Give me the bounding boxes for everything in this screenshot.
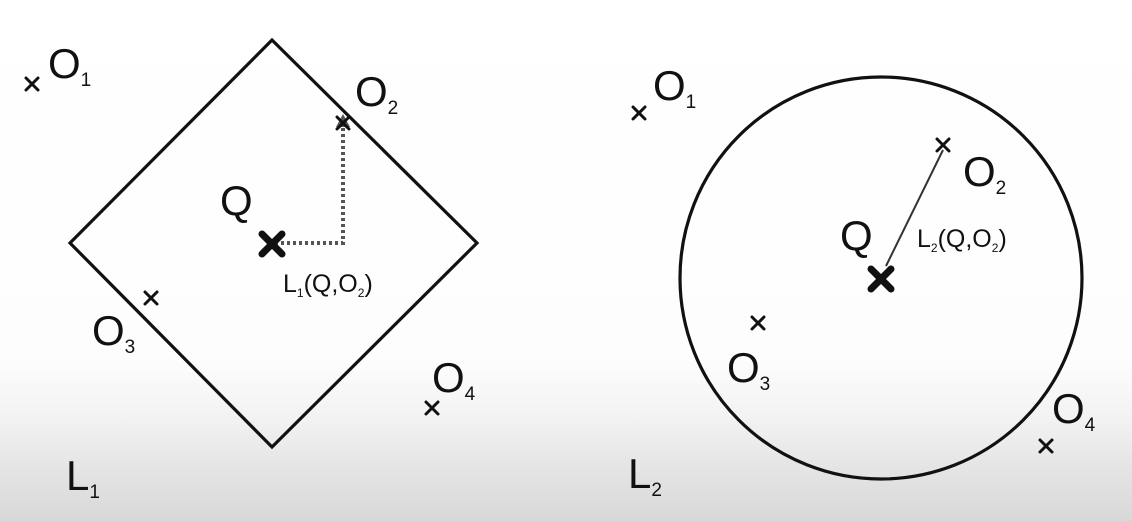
query-label: Q <box>220 177 253 224</box>
l1-object-o4: O4 <box>424 354 476 416</box>
l2-norm-label: L2 <box>628 450 662 501</box>
cross-marker-icon <box>935 137 951 153</box>
l1-norm-label: L1 <box>66 452 100 503</box>
cross-marker-icon <box>750 315 766 331</box>
l2-distance-label: L2(Q,O2) <box>917 225 1007 255</box>
l2-query-point: Q <box>840 212 895 293</box>
l2-object-o1: O1 <box>631 62 696 121</box>
l1-object-o2: O2 <box>335 68 398 131</box>
l1-object-o3: O3 <box>92 290 159 358</box>
l1-distance-label: L1(Q,O2) <box>283 270 373 300</box>
l2-euclidean-line <box>885 149 944 267</box>
cross-marker-icon <box>24 76 40 92</box>
cross-marker-icon <box>1038 438 1054 454</box>
cross-marker-icon <box>143 290 159 306</box>
cross-marker-icon <box>631 105 647 121</box>
cross-marker-icon <box>335 115 351 131</box>
object-label: O3 <box>727 344 770 395</box>
object-label: O2 <box>963 148 1006 199</box>
l2-object-o3: O3 <box>727 315 770 395</box>
l1-path-arrowhead <box>336 114 350 127</box>
panel-l2: O1 O2 O3 O4 <box>628 62 1096 501</box>
query-cross-icon <box>867 265 895 293</box>
l1-query-point: Q <box>220 177 286 258</box>
query-cross-icon <box>258 230 286 258</box>
cross-marker-icon <box>424 400 440 416</box>
object-label: O2 <box>355 68 398 119</box>
object-label: O4 <box>432 354 476 405</box>
panel-l1: O1 O2 O3 O4 <box>24 37 480 503</box>
object-label: O4 <box>1052 385 1096 436</box>
l2-object-o4: O4 <box>1038 385 1096 454</box>
object-label: O1 <box>653 62 696 113</box>
l2-circle-ball <box>678 75 1084 481</box>
query-label: Q <box>840 212 873 259</box>
l1-manhattan-path <box>275 123 345 245</box>
l2-object-o2: O2 <box>935 137 1006 199</box>
object-label: O1 <box>48 40 91 91</box>
l1-diamond-ball <box>67 37 480 450</box>
l1-object-o1: O1 <box>24 40 91 92</box>
object-label: O3 <box>92 307 135 358</box>
